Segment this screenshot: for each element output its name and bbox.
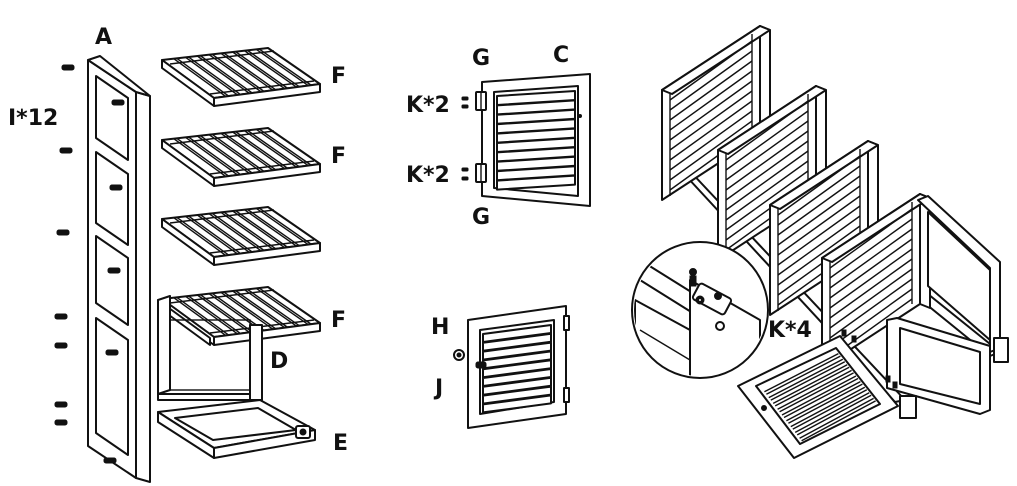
label-f-2: F — [331, 144, 346, 169]
cabinet-door-open — [738, 336, 898, 458]
label-k4: K*4 — [768, 318, 812, 343]
slatted-shelf — [162, 207, 320, 265]
label-f-3: F — [331, 308, 346, 333]
label-c: C — [553, 43, 569, 68]
knob-h — [454, 350, 464, 360]
label-i12: I*12 — [8, 106, 58, 131]
screw-icon — [55, 402, 67, 407]
screw-icon — [55, 343, 67, 348]
screw-icon — [110, 185, 122, 190]
hinge-g-bottom — [476, 164, 486, 182]
screw-icon — [462, 105, 468, 108]
label-h: H — [431, 315, 449, 340]
label-e: E — [333, 431, 348, 456]
slatted-shelf — [162, 287, 320, 345]
screw-icon — [462, 168, 468, 171]
screw-icon — [462, 97, 468, 100]
slatted-shelf — [162, 48, 320, 106]
screw-icon — [55, 314, 67, 319]
hinge-g-top — [476, 92, 486, 110]
base-frame-e — [158, 400, 315, 458]
knob-screw-j — [476, 362, 486, 368]
screw-icon — [462, 177, 468, 180]
label-g-bottom: G — [472, 205, 490, 230]
hinge-screws-k — [462, 97, 468, 180]
screw-icon — [60, 148, 72, 153]
label-k2-top: K*2 — [406, 93, 450, 118]
screw-icon — [57, 230, 69, 235]
slatted-shelf — [162, 128, 320, 186]
screw-icon — [112, 100, 124, 105]
label-k2-bottom: K*2 — [406, 163, 450, 188]
screw-icon — [108, 268, 120, 273]
label-d: D — [270, 349, 288, 374]
screw-icon — [55, 420, 67, 425]
label-a: A — [95, 25, 112, 50]
label-g-top: G — [472, 46, 490, 71]
screw-icon — [104, 458, 116, 463]
shelves-group — [162, 48, 320, 345]
screw-icon — [62, 65, 74, 70]
label-f-1: F — [331, 64, 346, 89]
door-c — [482, 74, 590, 206]
label-j: J — [433, 376, 443, 401]
screw-icon — [106, 350, 118, 355]
